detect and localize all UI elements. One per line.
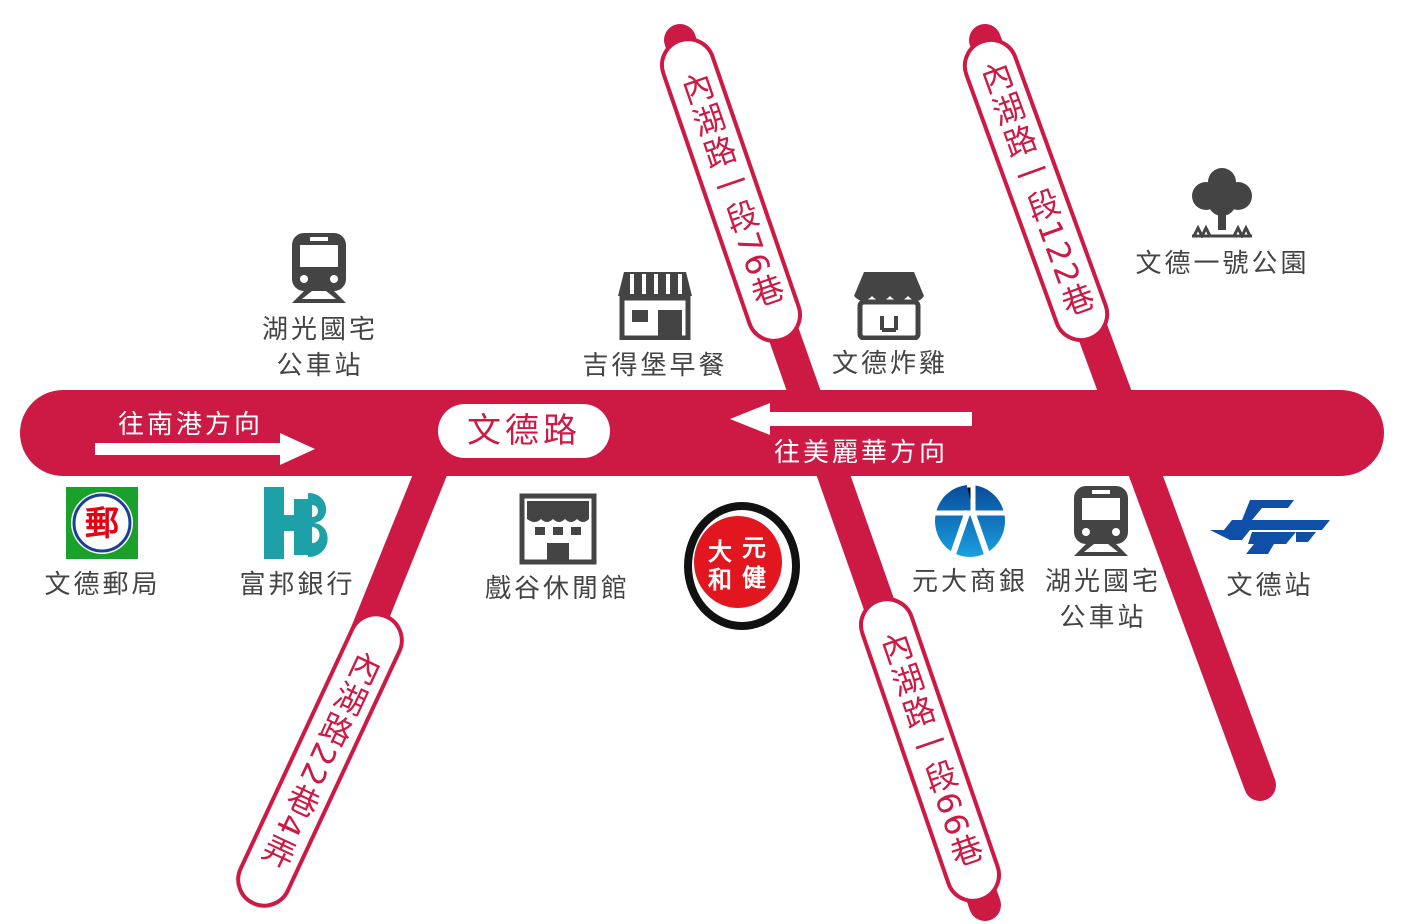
store-icon [618,272,692,340]
road-main [20,390,1384,476]
bus-stop-north-line1: 湖光國宅 [261,315,378,345]
post-office-label: 文德郵局 [44,570,161,600]
main-road-label: 文德路 [467,411,581,451]
arrow-right-icon [95,433,315,465]
bus-stop-south-line1: 湖光國宅 [1044,567,1161,597]
tree-icon [1192,168,1252,238]
bus-stop-south-line2: 公車站 [1059,603,1147,633]
direction-nangang: 往南港方向 [118,410,264,440]
bus-stop-south-label: 湖光國宅公車站 [1033,564,1173,636]
metro-logo-icon [1210,500,1330,554]
main-road-label-bg [438,404,610,458]
post-office-icon: 郵 [66,487,138,559]
bus-stop-north-line2: 公車站 [276,351,364,381]
breakfast-label: 吉得堡早餐 [582,351,728,381]
park-label: 文德一號公園 [1135,249,1310,279]
shop-awning-icon [854,272,924,340]
arrow-left-icon [730,403,972,435]
building-icon [519,493,597,565]
yuanta-label: 元大商銀 [911,567,1028,597]
svg-text:大: 大 [708,538,732,566]
mrt-label: 文德站 [1226,571,1314,601]
svg-text:和: 和 [708,566,732,594]
yuanta-logo-icon [934,485,1006,557]
svg-text:健: 健 [742,564,766,592]
destination-logo: 大 元 和 健 [684,502,800,630]
fubon-label: 富邦銀行 [239,570,356,600]
direction-miramar: 往美麗華方向 [774,438,949,468]
fubon-logo-icon [264,487,328,559]
bus-icon [292,233,346,303]
svg-text:元: 元 [742,534,766,562]
bus-stop-north-label: 湖光國宅公車站 [250,312,390,384]
svg-text:郵: 郵 [85,504,119,544]
leisure-label: 戲谷休閒館 [484,574,630,604]
fried-chicken-label: 文德炸雞 [831,349,948,379]
bus-icon [1074,486,1128,556]
